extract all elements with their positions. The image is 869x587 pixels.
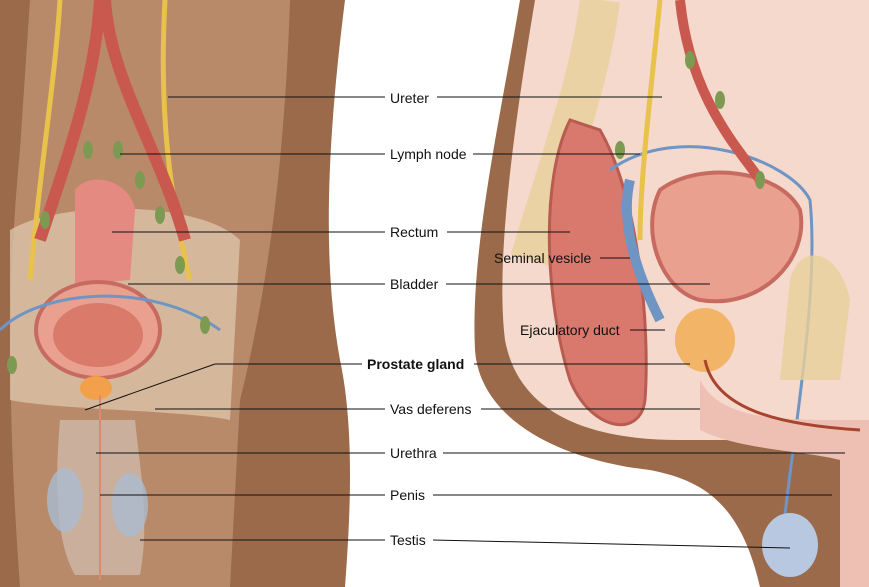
label-urethra: Urethra: [388, 445, 439, 461]
label-prostate-gland: Prostate gland: [365, 356, 467, 372]
lymph-nodes-left: [7, 141, 210, 374]
label-penis: Penis: [388, 487, 428, 503]
label-testis: Testis: [388, 532, 428, 548]
label-ejaculatory-duct: Ejaculatory duct: [520, 322, 620, 338]
frontal-view: [0, 0, 350, 587]
label-bladder: Bladder: [388, 276, 441, 292]
label-ureter: Ureter: [388, 90, 431, 106]
leader-lines: [84, 96, 845, 549]
label-vas-deferens: Vas deferens: [388, 401, 474, 417]
sagittal-view: [474, 0, 869, 587]
label-rectum: Rectum: [388, 224, 441, 240]
label-lymph-node: Lymph node: [388, 146, 469, 162]
label-seminal-vesicle: Seminal vesicle: [494, 250, 592, 266]
